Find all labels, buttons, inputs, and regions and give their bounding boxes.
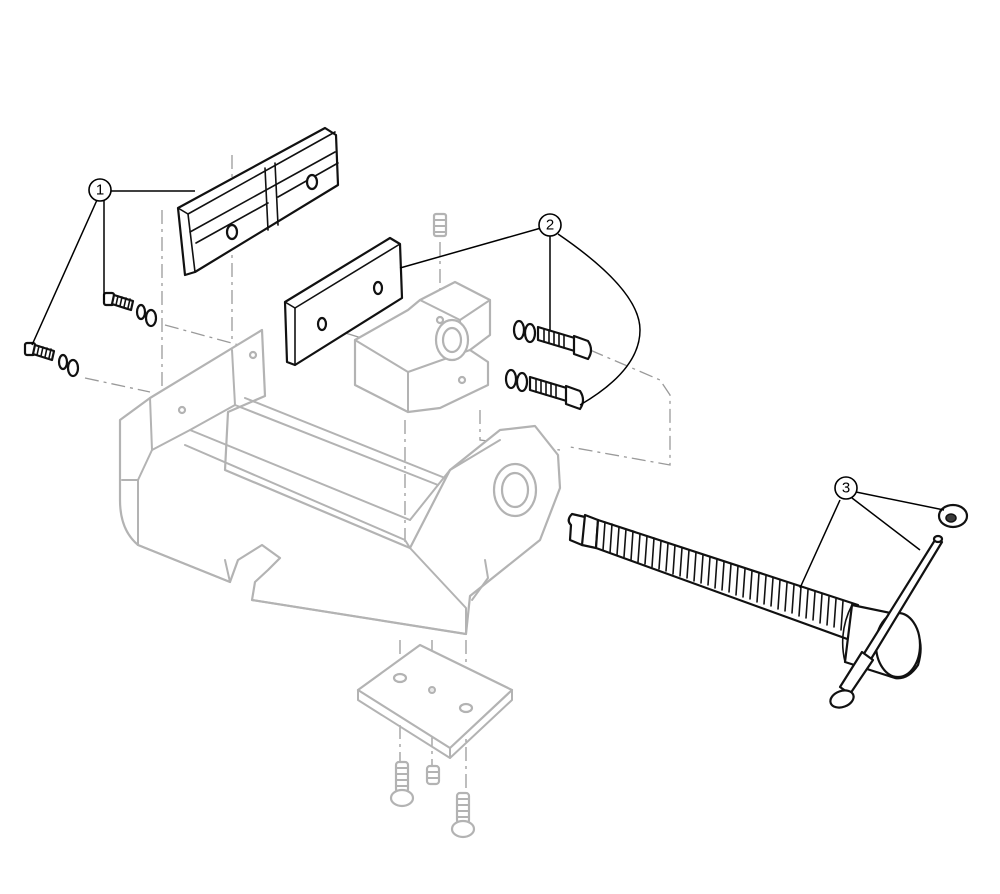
callout-1: 1 (88, 178, 112, 202)
cap-screw-lower (504, 368, 585, 411)
base-screw-left (389, 760, 415, 808)
base-screw-right (450, 791, 476, 839)
jaw-screw-upper-left (102, 291, 158, 328)
callout-2-label: 2 (546, 217, 554, 234)
jaw-set-screw (432, 212, 448, 238)
handle-end-cap (937, 503, 969, 529)
callout-3-label: 3 (842, 480, 850, 497)
callout-1-leaders (31, 190, 195, 346)
t-handle-bar (829, 534, 944, 709)
callout-2-leaders (399, 227, 641, 406)
base-set-screw (425, 764, 441, 786)
callout-2: 2 (538, 213, 562, 237)
callout-3: 3 (834, 476, 858, 500)
cap-screw-upper (512, 319, 593, 361)
flat-jaw-plate (283, 236, 404, 367)
movable-jaw (353, 280, 492, 414)
callout-1-label: 1 (96, 182, 104, 199)
base-plate (356, 643, 514, 759)
grooved-jaw-plate (176, 126, 340, 277)
lead-screw (567, 512, 860, 642)
callout-3-leaders (799, 491, 945, 589)
jaw-screw-lower-left (23, 341, 80, 378)
vise-base (118, 328, 562, 636)
